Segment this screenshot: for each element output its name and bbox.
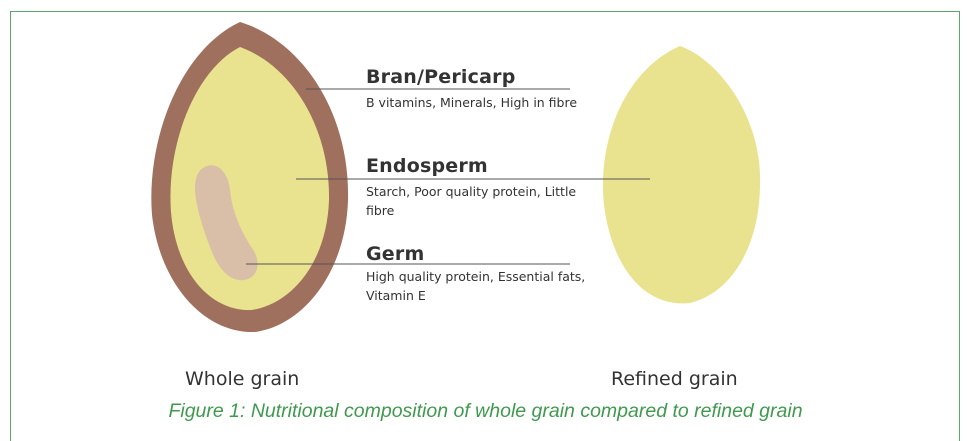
figure-caption: Figure 1: Nutritional composition of who…	[0, 400, 971, 423]
refined-grain-endosperm	[603, 46, 760, 303]
label-endosperm-title: Endosperm	[366, 155, 488, 177]
label-germ-description: High quality protein, Essential fats, Vi…	[366, 267, 596, 305]
label-endosperm-description: Starch, Poor quality protein, Little fib…	[366, 182, 596, 220]
label-germ-title: Germ	[366, 243, 424, 265]
label-bran-title: Bran/Pericarp	[366, 66, 516, 88]
whole-grain-label: Whole grain	[185, 368, 299, 390]
label-bran-description: B vitamins, Minerals, High in fibre	[366, 93, 596, 112]
refined-grain-label: Refined grain	[611, 368, 738, 390]
